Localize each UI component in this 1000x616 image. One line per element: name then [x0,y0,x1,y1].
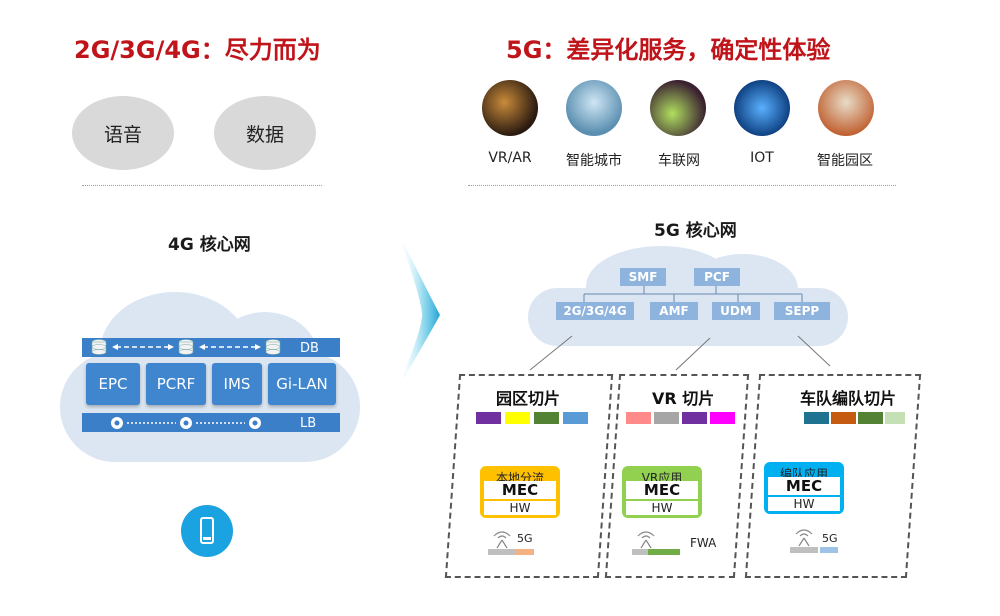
slice-vr-title: VR 切片 [652,389,715,408]
mec-fleet: 编队应用 MEC HW [764,462,844,514]
mec-fleet-main: MEC [768,477,840,495]
slice-vr-color-3 [682,412,707,424]
slice-vr-color-2 [654,412,679,424]
mec-fleet-hw: HW [768,497,840,511]
slice-fleet-color-1 [804,412,829,424]
slice-links [529,335,831,371]
lb-label: LB [300,416,317,431]
slice-fleet-title: 车队编队切片 [800,389,897,408]
nf-amf: AMF [650,302,698,320]
lb-bar [82,413,340,432]
core-5g-title: 5G 核心网 [654,221,737,241]
mec-campus-hw: HW [484,501,556,515]
mec-campus: 本地分流 MEC HW [480,466,560,518]
slice-fleet-color-2 [831,412,856,424]
access-campus-label: 5G [517,532,533,545]
slice-fleet-color-3 [858,412,883,424]
access-vr-label: FWA [690,536,717,550]
nf-sepp: SEPP [774,302,830,320]
mec-campus-main: MEC [484,481,556,499]
core-4g-title: 4G 核心网 [168,235,251,255]
vr-ar-icon [482,80,538,136]
slice-vr-color-4 [710,412,735,424]
nf-legacy: 2G/3G/4G [556,302,634,320]
smart-city-icon [566,80,622,136]
slice-campus-color-2 [505,412,530,424]
nf-smf: SMF [620,268,666,286]
antenna-icon [488,531,516,555]
service-data: 数据 [214,96,316,170]
gear-icon [249,417,261,429]
nf-udm: UDM [712,302,760,320]
access-vr-bar [648,549,680,555]
connected-car-icon [650,80,706,136]
access-fleet-label: 5G [822,532,838,545]
right-title: 5G：差异化服务，确定性体验 [506,36,831,64]
database-icon [91,339,107,355]
slice-campus-color-1 [476,412,501,424]
function-gi-lan: Gi-LAN [268,363,336,405]
gear-icon [180,417,192,429]
mec-vr-hw: HW [626,501,698,515]
function-ims: IMS [212,363,262,405]
mobile-phone-icon [181,505,233,557]
lb-bar-icons [111,417,261,429]
database-icon [265,339,281,355]
function-epc: EPC [86,363,140,405]
slice-campus-color-4 [563,412,588,424]
iot-icon [734,80,790,136]
antenna-icon [790,529,818,553]
slice-campus-title: 园区切片 [496,389,561,408]
app-label-connected-car: 车联网 [658,153,700,169]
database-icon [178,339,194,355]
left-title: 2G/3G/4G：尽力而为 [74,36,321,64]
smart-park-icon [818,80,874,136]
service-voice: 语音 [72,96,174,170]
gear-icon [111,417,123,429]
nf-pcf: PCF [694,268,740,286]
nf-connectors [583,286,803,302]
app-label-smart-park: 智能园区 [817,153,873,169]
slice-campus-color-3 [534,412,559,424]
arrow-chevron-icon [397,230,440,390]
slice-vr-color-1 [626,412,651,424]
function-pcrf: PCRF [146,363,206,405]
mec-vr: VR应用 MEC HW [622,466,702,518]
app-label-vr-ar: VR/AR [488,150,532,166]
access-fleet-bar [820,547,838,553]
right-divider [468,185,896,186]
left-divider [82,185,322,186]
app-label-smart-city: 智能城市 [566,153,622,169]
app-label-iot: IOT [750,150,774,166]
db-bar-icons [91,339,281,355]
db-label: DB [300,341,319,356]
mec-vr-main: MEC [626,481,698,499]
access-campus-bar [516,549,534,555]
slice-fleet-color-4 [885,412,905,424]
antenna-icon [632,531,655,555]
